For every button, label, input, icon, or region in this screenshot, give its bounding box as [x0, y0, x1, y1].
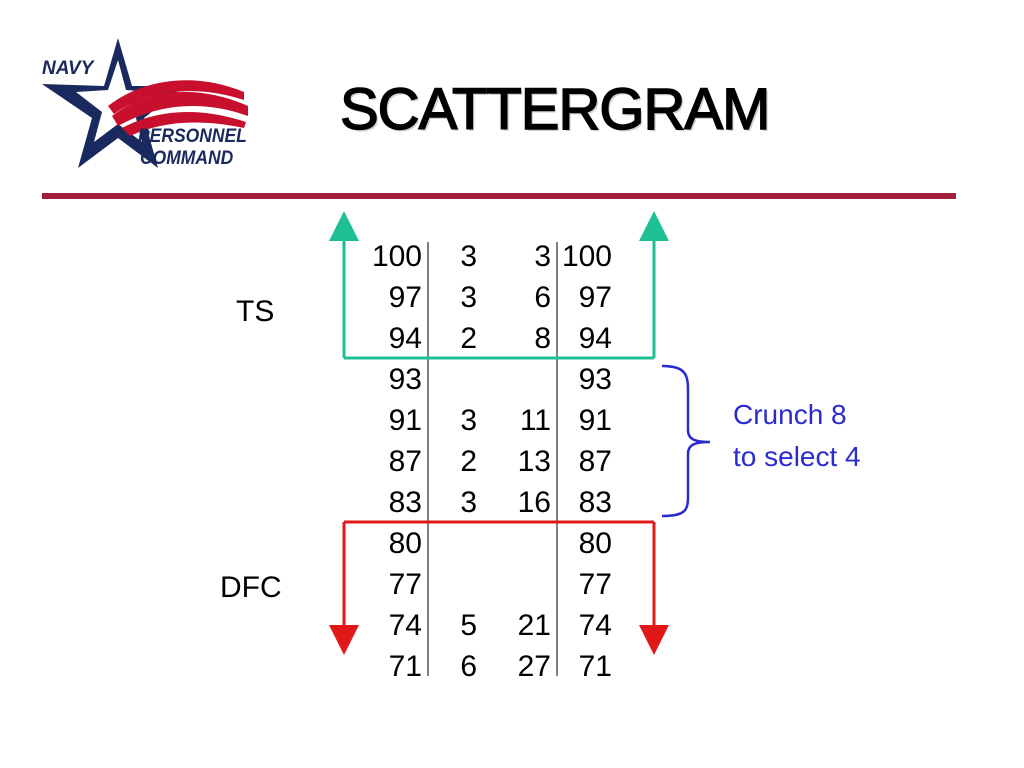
table-cell-count-a	[397, 565, 477, 605]
table-cell-score-right: 93	[578, 363, 612, 396]
navy-personnel-command-logo: NAVY PERSONNEL COMMAND	[38, 36, 250, 172]
table-cell-count-a: 3	[460, 486, 477, 519]
star-icon	[42, 38, 248, 168]
dfc-label: DFC	[220, 571, 282, 604]
table-cell-score-left: 71	[388, 650, 422, 683]
table-cell-score-right: 83	[578, 486, 612, 519]
table-cell-score-left: 87	[388, 445, 422, 478]
table-cell-score-right: 71	[578, 650, 612, 683]
table-cell-count-a: 3	[460, 240, 477, 273]
table-cell-count-b: 21	[517, 609, 551, 642]
table-cell-score-left: 91	[388, 404, 422, 437]
table-cell-count-a: 6	[460, 650, 477, 683]
callout-line-2: to select 4	[733, 441, 861, 472]
table-cell-count-a: 3	[460, 404, 477, 437]
table-cell-count-b: 16	[517, 486, 551, 519]
table-cell-count-a: 3	[460, 281, 477, 314]
table-cell-score-right: 97	[578, 281, 612, 314]
table-cell-count-b: 8	[534, 322, 551, 355]
table-cell-count-b: 11	[519, 404, 551, 437]
table-cell-score-right: 94	[578, 322, 612, 355]
table-cell-count-b: 6	[534, 281, 551, 314]
table-cell-score-left: 100	[371, 240, 422, 273]
curly-brace	[661, 364, 711, 518]
title-divider	[42, 193, 956, 199]
table-cell-count-a	[397, 524, 477, 564]
page-title: SCATTERGRAM	[339, 76, 771, 143]
table-cell-count-a: 2	[460, 445, 477, 478]
table-cell-score-left: 80	[388, 527, 422, 560]
table-cell-count-a	[397, 360, 477, 400]
logo-text-personnel: PERSONNEL	[138, 126, 247, 147]
table-cell-score-right: 100	[561, 240, 612, 273]
table-cell-count-b: 13	[517, 445, 551, 478]
table-cell-count-a: 2	[460, 322, 477, 355]
logo-text-navy: NAVY	[42, 58, 94, 79]
table-cell-score-left: 83	[388, 486, 422, 519]
crunch-callout: Crunch 8 to select 4	[733, 394, 861, 478]
table-cell-score-left: 94	[388, 322, 422, 355]
table-cell-score-right: 80	[578, 527, 612, 560]
table-cell-score-left: 77	[388, 568, 422, 601]
table-cell-score-left: 97	[388, 281, 422, 314]
table-cell-score-right: 74	[578, 609, 612, 642]
table-cell-count-a: 5	[460, 609, 477, 642]
table-cell-score-right: 91	[578, 404, 612, 437]
table-cell-score-right: 87	[578, 445, 612, 478]
table-cell-count-b: 27	[517, 650, 551, 683]
ts-label: TS	[236, 295, 275, 328]
table-cell-score-left: 74	[388, 609, 422, 642]
table-cell-count-b: 3	[534, 240, 551, 273]
logo-text-command: COMMAND	[140, 148, 234, 169]
callout-line-1: Crunch 8	[733, 399, 847, 430]
table-cell-score-left: 93	[388, 363, 422, 396]
table-cell-score-right: 77	[578, 568, 612, 601]
